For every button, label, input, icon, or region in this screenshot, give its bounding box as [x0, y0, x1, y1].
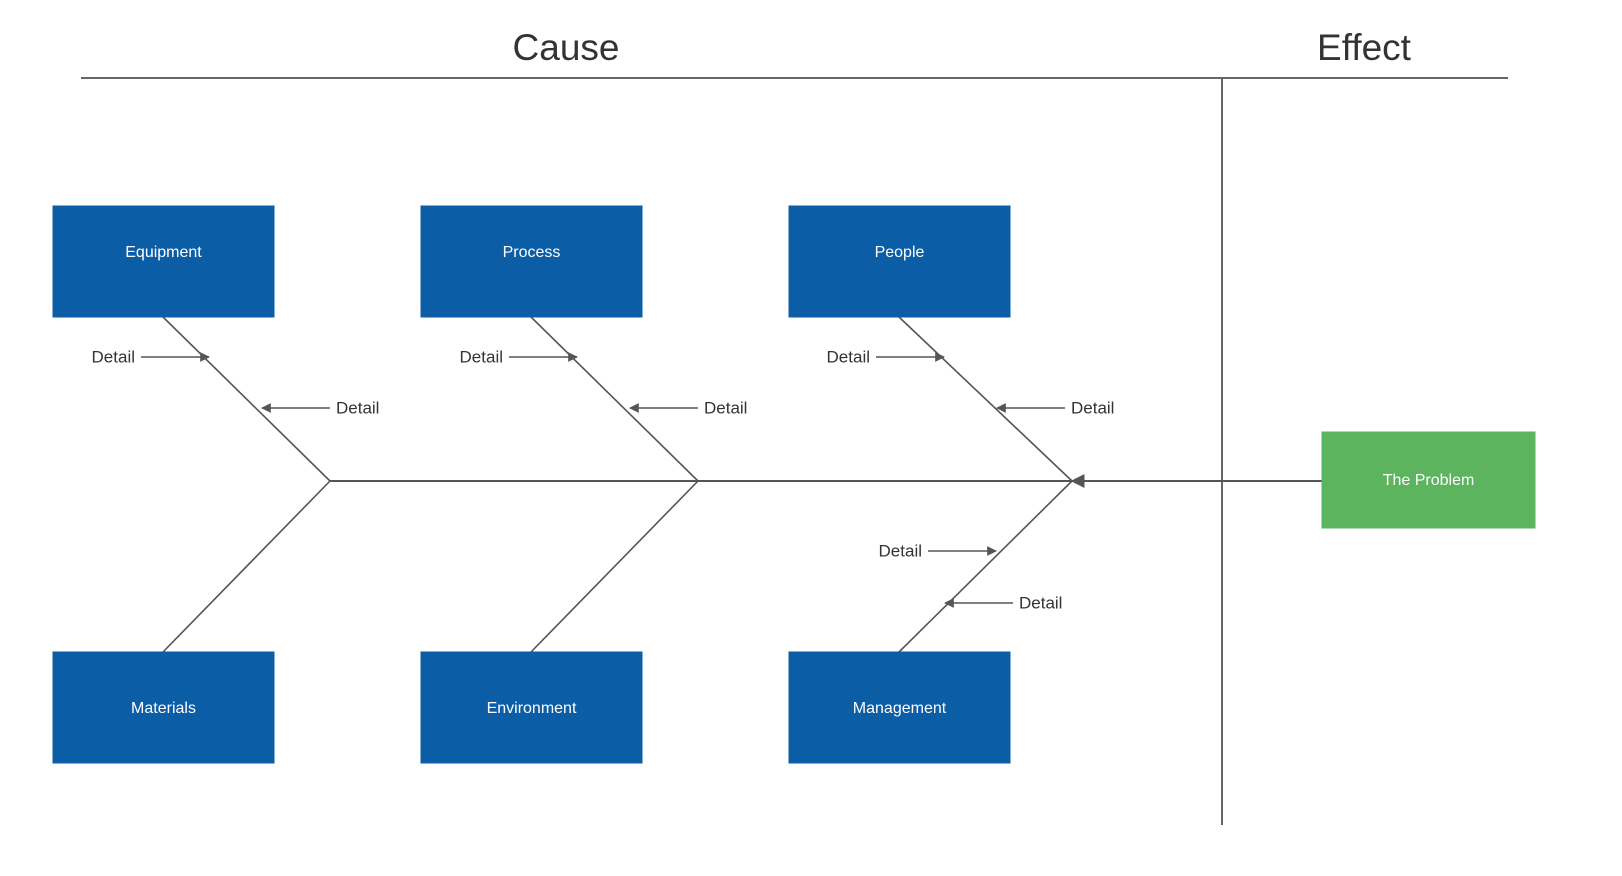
- category-box-management[interactable]: Management: [788, 651, 1011, 764]
- category-box-environment-rect[interactable]: [420, 651, 643, 764]
- effect-problem-box[interactable]: The Problem: [1321, 431, 1536, 529]
- category-box-equipment-rect[interactable]: [52, 205, 275, 318]
- detail-label-people-2: Detail: [1071, 398, 1114, 417]
- category-box-process-rect[interactable]: [420, 205, 643, 318]
- detail-label-management-1: Detail: [879, 541, 922, 560]
- category-box-environment[interactable]: Environment: [420, 651, 643, 764]
- bone-people: [898, 316, 1073, 482]
- category-box-people[interactable]: People: [788, 205, 1011, 318]
- category-box-people-label: People: [875, 244, 925, 261]
- cause-header-label: Cause: [513, 27, 620, 68]
- category-box-process[interactable]: Process: [420, 205, 643, 318]
- category-box-environment-label: Environment: [487, 700, 577, 717]
- detail-label-equipment-1: Detail: [92, 347, 135, 366]
- category-box-process-label: Process: [503, 244, 561, 261]
- category-box-management-rect[interactable]: [788, 651, 1011, 764]
- effect-problem-box-rect[interactable]: [1321, 431, 1536, 529]
- details-process: Detail Detail: [460, 347, 748, 417]
- category-box-people-rect[interactable]: [788, 205, 1011, 318]
- bone-environment: [530, 480, 699, 653]
- bone-equipment: [162, 316, 331, 482]
- details-equipment: Detail Detail: [92, 347, 380, 417]
- category-box-materials-rect[interactable]: [52, 651, 275, 764]
- category-box-equipment[interactable]: Equipment: [52, 205, 275, 318]
- category-box-materials-label: Materials: [131, 700, 196, 717]
- effect-header-label: Effect: [1317, 27, 1412, 68]
- detail-label-people-1: Detail: [827, 347, 870, 366]
- detail-label-management-2: Detail: [1019, 593, 1062, 612]
- category-box-equipment-label: Equipment: [125, 244, 202, 261]
- detail-label-process-1: Detail: [460, 347, 503, 366]
- effect-problem-box-label: The Problem: [1383, 472, 1475, 489]
- header-band: Cause Effect: [81, 27, 1508, 825]
- details-management: Detail Detail: [879, 541, 1063, 612]
- category-box-materials[interactable]: Materials: [52, 651, 275, 764]
- bones-group: [162, 316, 1073, 653]
- bone-management: [898, 480, 1073, 653]
- detail-label-process-2: Detail: [704, 398, 747, 417]
- bone-materials: [162, 480, 331, 653]
- bone-process: [530, 316, 699, 482]
- details-people: Detail Detail: [827, 347, 1115, 417]
- detail-label-equipment-2: Detail: [336, 398, 379, 417]
- category-box-management-label: Management: [853, 700, 947, 717]
